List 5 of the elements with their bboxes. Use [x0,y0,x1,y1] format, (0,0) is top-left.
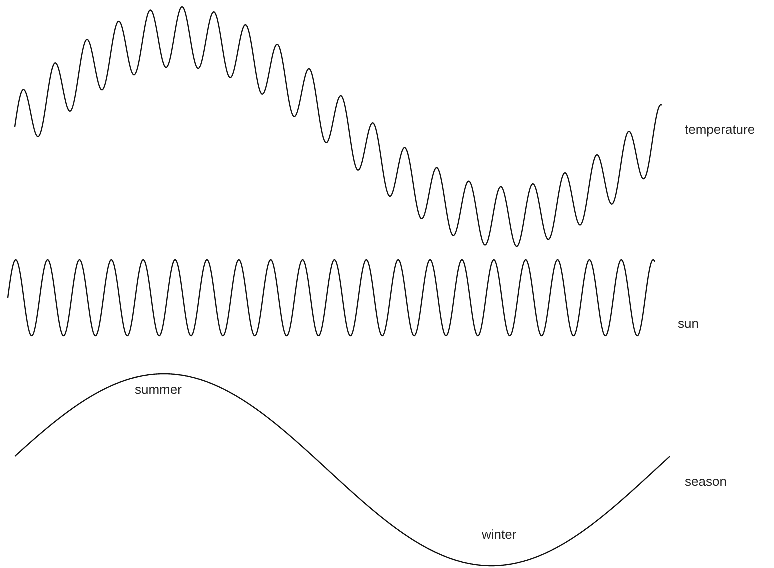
wave-label: summer [135,382,182,398]
wave-label: season [685,474,727,490]
wave-label: winter [482,527,517,543]
wave-label: temperature [685,122,756,138]
wave-label: sun [678,316,699,332]
